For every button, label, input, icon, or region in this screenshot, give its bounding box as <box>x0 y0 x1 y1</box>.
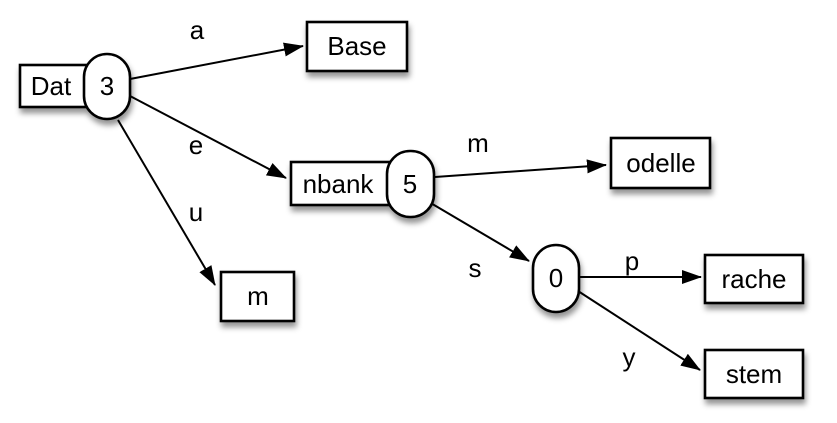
edge-e: e <box>129 95 287 179</box>
edge-s-line <box>428 201 530 262</box>
edge-a: a <box>129 15 304 80</box>
node-m-leaf-label: m <box>247 281 269 311</box>
edge-p-label: p <box>625 246 639 276</box>
edge-a-label: a <box>190 15 205 45</box>
edge-u-label: u <box>189 197 203 227</box>
node-nbank-count-label: 5 <box>403 169 417 199</box>
edge-s: s <box>428 201 530 283</box>
node-nbank-prefix-label: nbank <box>303 169 375 199</box>
edge-u: u <box>117 119 216 286</box>
edge-u-line <box>117 119 216 286</box>
node-zero: 0 <box>531 243 581 314</box>
node-nbank-box <box>289 160 395 207</box>
node-nbank: nbank 5 <box>289 149 436 219</box>
edge-e-label: e <box>189 130 203 160</box>
edge-y: y <box>577 290 701 372</box>
node-odelle-label: odelle <box>626 148 695 178</box>
edge-p: p <box>580 246 702 284</box>
node-zero-count-label: 0 <box>549 263 563 293</box>
node-zero-capsule <box>531 243 581 314</box>
edge-a-line <box>129 42 304 80</box>
node-base-box <box>305 20 409 73</box>
edge-m-label: m <box>467 128 489 158</box>
node-rache: rache <box>703 253 805 305</box>
node-root-count-label: 3 <box>100 71 114 101</box>
node-odelle-box <box>609 136 712 190</box>
node-m-leaf-box <box>219 270 296 323</box>
edge-y-label: y <box>623 342 636 372</box>
nodes: Dat 3 Base nbank 5 m odel <box>18 20 805 400</box>
node-m-leaf: m <box>219 270 296 323</box>
node-root-box <box>18 63 94 109</box>
node-odelle: odelle <box>609 136 712 190</box>
node-base: Base <box>305 20 409 73</box>
edges: a e u m s p y <box>117 15 702 372</box>
edge-m-line <box>434 159 607 178</box>
node-rache-box <box>703 253 805 305</box>
node-stem-box <box>703 348 805 400</box>
edge-e-line <box>129 95 287 179</box>
node-base-label: Base <box>327 31 386 61</box>
node-stem-label: stem <box>726 359 782 389</box>
node-root: Dat 3 <box>18 52 132 121</box>
node-root-capsule <box>82 52 132 121</box>
edge-m: m <box>434 128 607 178</box>
node-stem: stem <box>703 348 805 400</box>
node-root-prefix-label: Dat <box>31 71 72 101</box>
node-rache-label: rache <box>721 264 786 294</box>
edge-y-line <box>577 290 701 371</box>
node-nbank-capsule <box>385 149 436 219</box>
edge-s-label: s <box>469 253 482 283</box>
